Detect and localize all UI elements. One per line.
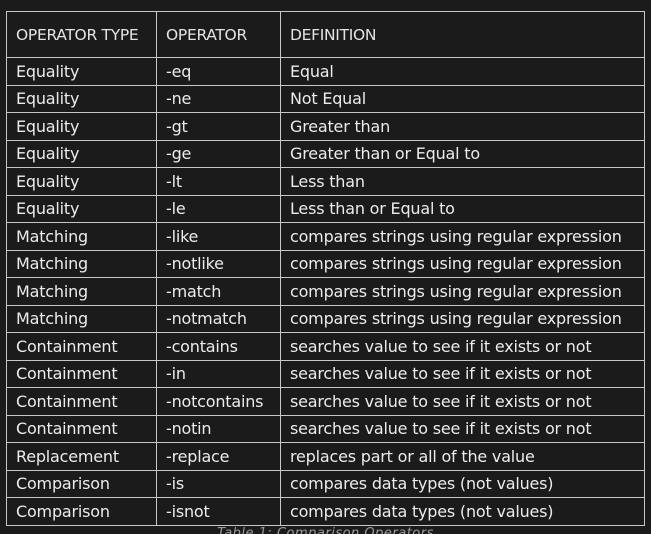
definition-cell: Less than — [280, 167, 645, 196]
operator-type-cell: Matching — [6, 277, 157, 306]
definition-cell: Greater than — [280, 112, 645, 141]
definition-cell: replaces part or all of the value — [280, 442, 645, 471]
definition-cell: Not Equal — [280, 84, 645, 113]
definition-cell: searches value to see if it exists or no… — [280, 332, 645, 361]
operator-type-cell: Matching — [6, 222, 157, 251]
operator-cell: -contains — [156, 332, 281, 361]
operator-type-cell: Containment — [6, 359, 157, 388]
definition-cell: Equal — [280, 57, 645, 86]
operator-type-cell: Equality — [6, 194, 157, 223]
operator-type-cell: Containment — [6, 387, 157, 416]
operator-cell: -ne — [156, 84, 281, 113]
operator-cell: -like — [156, 222, 281, 251]
operator-type-cell: Matching — [6, 304, 157, 333]
operator-cell: -lt — [156, 167, 281, 196]
definition-cell: compares data types (not values) — [280, 497, 645, 526]
table-header: OPERATOR TYPE OPERATOR DEFINITION — [6, 11, 645, 58]
definition-cell: Less than or Equal to — [280, 194, 645, 223]
operator-cell: -notcontains — [156, 387, 281, 416]
definition-cell: compares strings using regular expressio… — [280, 277, 645, 306]
operator-cell: -in — [156, 359, 281, 388]
operator-cell: -replace — [156, 442, 281, 471]
operator-type-cell: Replacement — [6, 442, 157, 471]
definition-cell: compares strings using regular expressio… — [280, 249, 645, 278]
operator-type-cell: Comparison — [6, 497, 157, 526]
header-definition: DEFINITION — [280, 11, 645, 58]
definition-cell: compares data types (not values) — [280, 469, 645, 498]
operator-cell: -gt — [156, 112, 281, 141]
operator-cell: -notlike — [156, 249, 281, 278]
operator-type-cell: Equality — [6, 139, 157, 168]
definition-cell: Greater than or Equal to — [280, 139, 645, 168]
operator-type-cell: Containment — [6, 332, 157, 361]
header-row: OPERATOR TYPE OPERATOR DEFINITION — [6, 11, 645, 58]
operator-cell: -is — [156, 469, 281, 498]
header-operator: OPERATOR — [156, 11, 281, 58]
operator-cell: -isnot — [156, 497, 281, 526]
definition-cell: compares strings using regular expressio… — [280, 222, 645, 251]
operators-table-container: OPERATOR TYPE OPERATOR DEFINITION Equali… — [6, 11, 645, 526]
operator-cell: -notmatch — [156, 304, 281, 333]
operators-table: OPERATOR TYPE OPERATOR DEFINITION Equali… — [6, 11, 645, 526]
operator-cell: -ge — [156, 139, 281, 168]
operator-type-cell: Comparison — [6, 469, 157, 498]
operator-cell: -eq — [156, 57, 281, 86]
definition-cell: compares strings using regular expressio… — [280, 304, 645, 333]
table-caption: Table 1: Comparison Operators — [217, 526, 434, 534]
definition-cell: searches value to see if it exists or no… — [280, 359, 645, 388]
definition-cell: searches value to see if it exists or no… — [280, 414, 645, 443]
operator-type-cell: Equality — [6, 167, 157, 196]
operator-type-cell: Equality — [6, 57, 157, 86]
operator-type-cell: Equality — [6, 112, 157, 141]
operator-type-cell: Matching — [6, 249, 157, 278]
definition-cell: searches value to see if it exists or no… — [280, 387, 645, 416]
operator-type-cell: Equality — [6, 84, 157, 113]
operator-type-cell: Containment — [6, 414, 157, 443]
operator-cell: -notin — [156, 414, 281, 443]
operator-cell: -le — [156, 194, 281, 223]
header-operator-type: OPERATOR TYPE — [6, 11, 157, 58]
operator-cell: -match — [156, 277, 281, 306]
